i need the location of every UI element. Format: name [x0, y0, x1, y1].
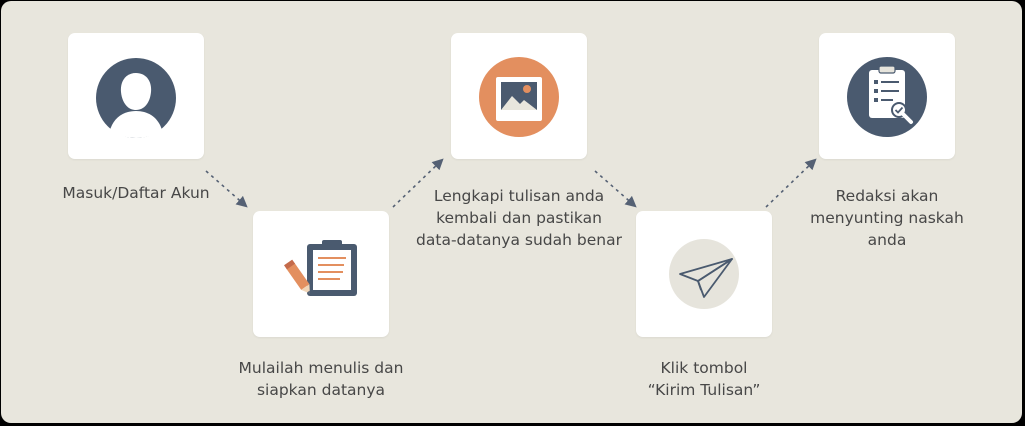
step-4-label: Klik tombol “Kirim Tulisan”: [647, 359, 761, 399]
clipboard-pencil-icon: [284, 240, 357, 296]
step-5-card: [819, 33, 955, 159]
step-3-label: Lengkapi tulisan anda kembali dan pastik…: [416, 187, 622, 249]
step-5-label: Redaksi akan menyunting naskah anda: [810, 187, 964, 249]
paper-plane-icon: [669, 239, 739, 309]
image-picture-icon: [479, 57, 559, 137]
checklist-review-icon: [847, 57, 927, 137]
user-avatar-icon: [96, 58, 176, 138]
step-3-card: [451, 33, 587, 159]
step-4-card: [636, 211, 772, 337]
step-1-label: Masuk/Daftar Akun: [62, 184, 210, 202]
step-2-card: [253, 211, 389, 337]
step-2-label: Mulailah menulis dan siapkan datanya: [238, 359, 404, 399]
step-1-card: [68, 33, 204, 159]
